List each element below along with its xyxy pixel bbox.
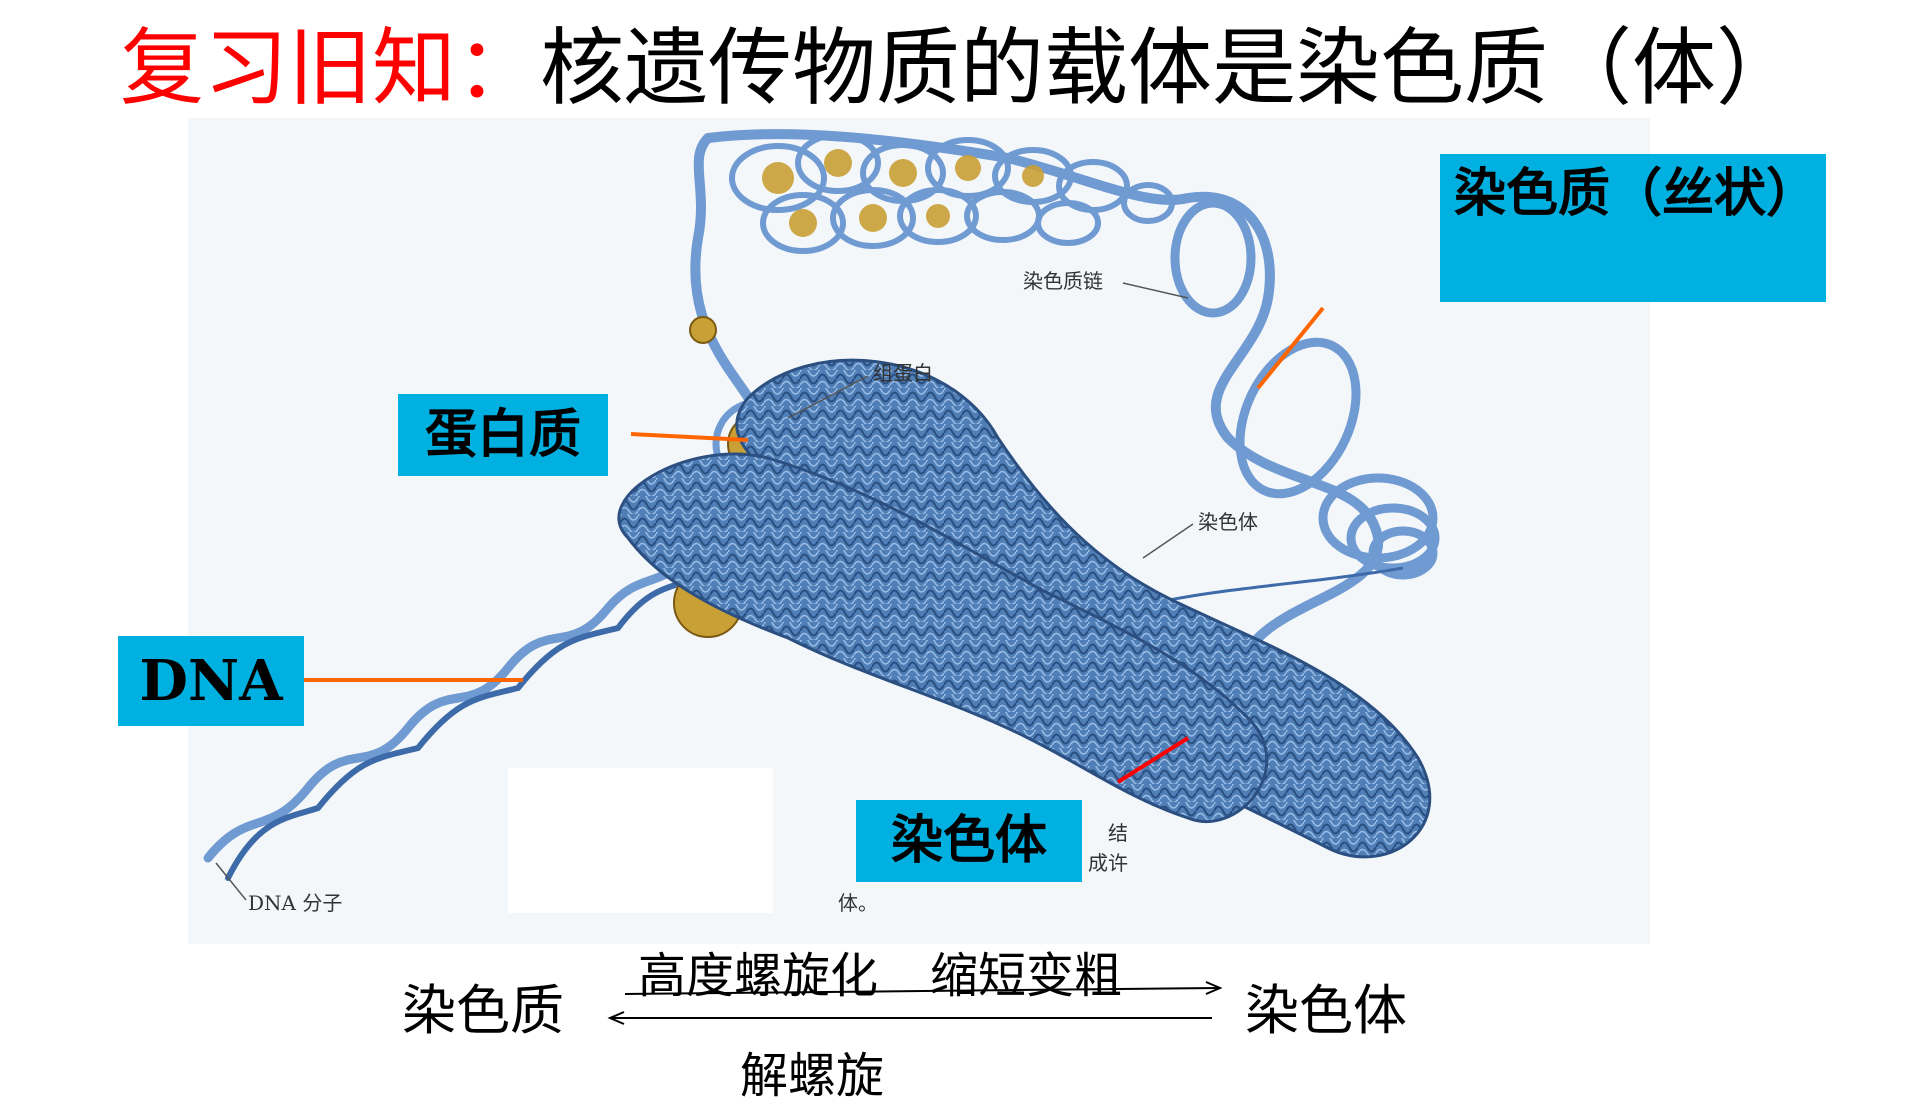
callout-protein-text: 蛋白质 [424,405,581,465]
forward-arrow-head [1205,981,1223,995]
transform-right: 染色体 [1245,979,1407,1042]
chromosome [617,358,1432,859]
caption-fragment-2: 结 [1108,821,1128,845]
reverse-arrow-head [607,1011,625,1025]
leader-chromatin-chain [1122,282,1189,299]
forward-label-2: 缩短变粗 [930,948,1123,1004]
title-prefix: 复习旧知： [119,19,540,117]
callout-chromosome: 染色体 [856,800,1082,882]
leader-dna-molecule [215,862,247,901]
caption-cover [508,768,773,913]
pointer-protein [630,432,749,442]
coiled-chromatin-beads [762,149,1044,237]
label-chromatin-chain: 染色质链 [1023,269,1103,293]
caption-fragment-1: 体。 [838,891,878,915]
callout-chromosome-text: 染色体 [890,811,1047,871]
transform-left: 染色质 [402,979,564,1042]
chromatin-loops [1170,198,1440,580]
caption-fragment-3: 成许 [1088,851,1128,875]
coiled-chromatin-mass [729,132,1175,254]
leader-chromosome-printed [1142,523,1194,559]
callout-dna-text: DNA [139,648,283,714]
callout-protein: 蛋白质 [398,394,608,476]
pointer-chromosome [1116,736,1190,784]
callout-chromatin-text: 染色质（丝状） [1454,164,1819,224]
pointer-chromatin [1256,306,1325,390]
title-main: 核遗传物质的载体是染色质（体） [540,19,1801,117]
transform-arrows [607,981,1223,1025]
callout-chromatin: 染色质（丝状） [1440,154,1826,302]
label-dna-molecule: DNA 分子 [248,891,342,915]
slide-title: 复习旧知：核遗传物质的载体是染色质（体） [0,18,1920,118]
forward-arrow [624,987,1219,995]
forward-label-1: 高度螺旋化 [638,948,879,1004]
label-chromosome-printed: 染色体 [1198,510,1258,534]
reverse-label: 解螺旋 [740,1048,885,1104]
callout-dna: DNA [118,636,304,726]
label-histone: 组蛋白 [873,361,933,385]
chromatin-chromosome-figure: 染色质链 组蛋白 染色体 DNA 分子 体。 结 成许 [188,118,1650,944]
leader-histone [787,375,869,419]
dna-double-helix [203,553,701,881]
